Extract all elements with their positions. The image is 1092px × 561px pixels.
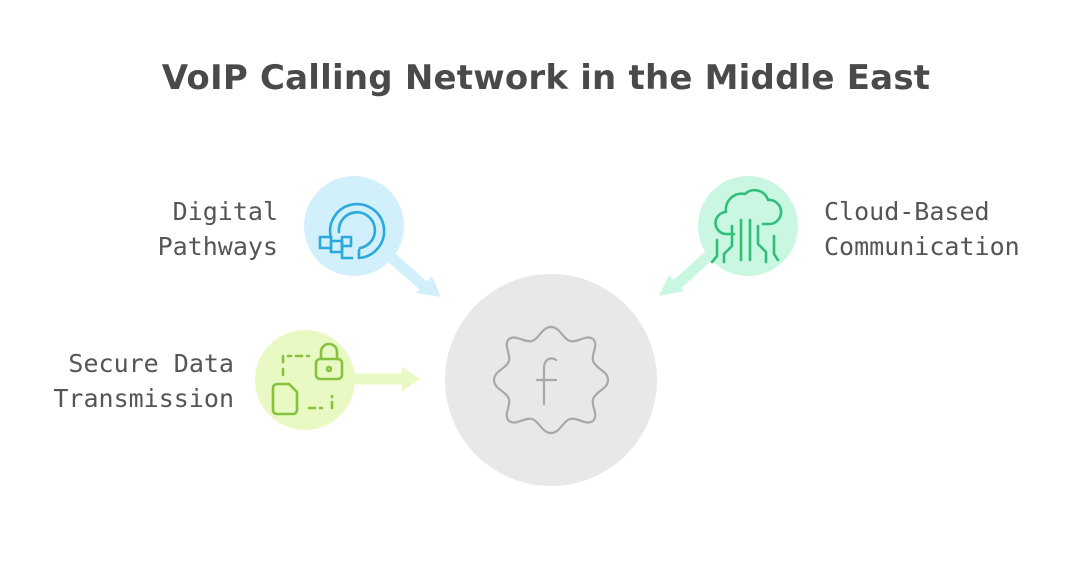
secure-data-label: Secure Data Transmission [20, 346, 234, 416]
cloud-based-label: Cloud-Based Communication [824, 194, 1084, 264]
digital-pathways-label-line-1: Digital [172, 197, 278, 226]
cloud-based-label-line-2: Communication [824, 232, 1020, 261]
lock-file-icon [271, 342, 344, 416]
digital-pathways-arrow [378, 245, 441, 297]
digital-pathways-icon [318, 202, 386, 260]
cloud-based-label-line-1: Cloud-Based [824, 197, 990, 226]
secure-data-label-line-1: Secure Data [68, 349, 234, 378]
secure-data-arrow [346, 367, 420, 391]
secure-data-circle [255, 330, 355, 430]
cloud-network-icon [710, 188, 783, 264]
digital-pathways-label: Digital Pathways [60, 194, 278, 264]
diagram-title: VoIP Calling Network in the Middle East [161, 58, 931, 98]
function-gear-icon [492, 325, 610, 435]
cloud-based-arrow [659, 247, 718, 296]
digital-pathways-circle [304, 176, 404, 276]
secure-data-label-line-2: Transmission [53, 384, 234, 413]
digital-pathways-label-line-2: Pathways [157, 232, 278, 261]
